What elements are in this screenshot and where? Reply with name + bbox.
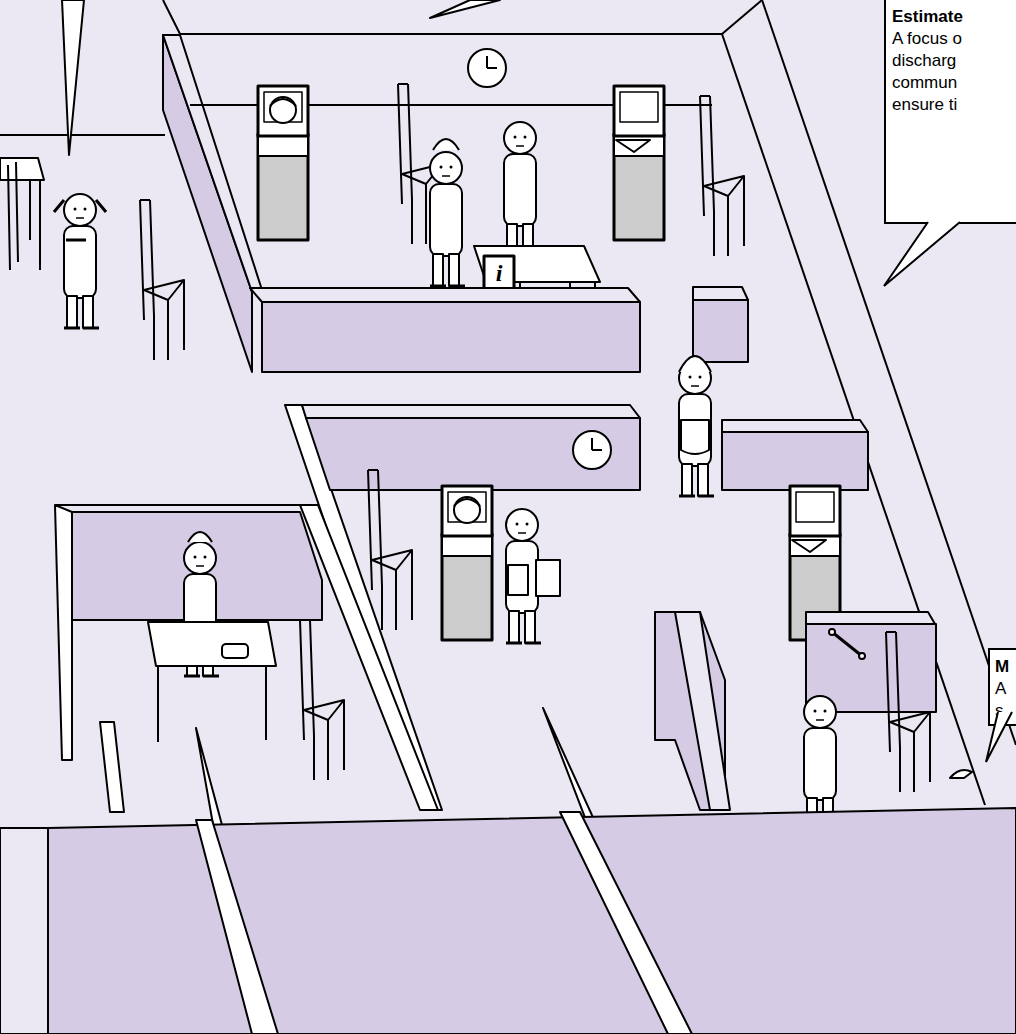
callout-box: EstimateA focus o discharg commun ensure… [884,0,1016,224]
info-sign-letter: i [484,261,514,285]
callout-body: A s [995,678,1011,722]
callout-body: A focus o discharg commun ensure ti [892,28,1012,116]
callout-heading: M [995,656,1016,678]
callout-box: MA s [988,648,1016,726]
callout-heading: Estimate [892,6,1016,28]
